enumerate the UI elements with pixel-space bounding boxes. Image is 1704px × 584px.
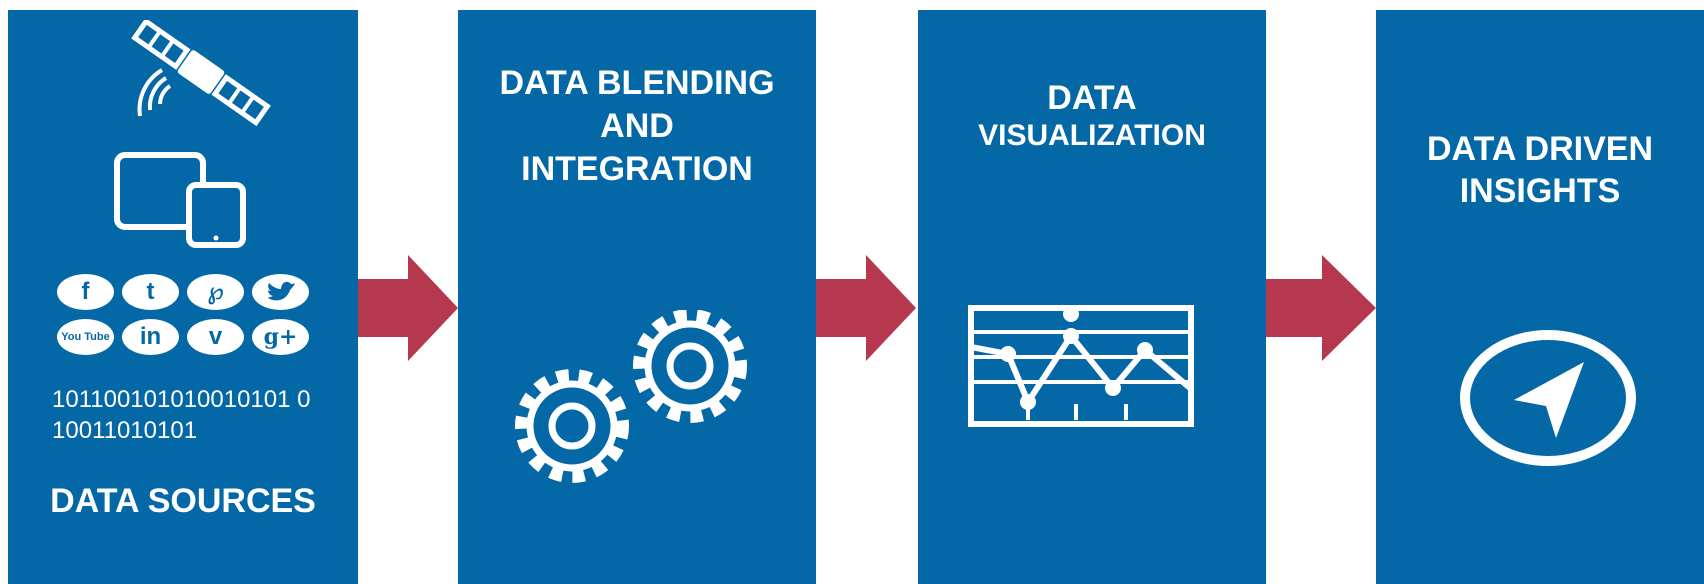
flow-arrow-1 [358,255,458,361]
title-line: DATA DRIVEN [1426,130,1654,168]
satellite-icon [116,20,286,130]
panel-title-data-visualization: DATA VISUALIZATION [918,78,1266,154]
title-line: DATA SOURCES [50,482,316,520]
title-line: INSIGHTS [1459,172,1621,210]
panel-title-data-driven-insights: DATA DRIVEN INSIGHTS [1376,128,1704,212]
navigation-compass-icon [1458,328,1638,468]
vimeo-icon: v [187,319,244,355]
twitter-icon [252,274,309,310]
binary-line-2: 10011010101 [52,417,198,444]
tumblr-icon: t [122,274,179,310]
title-line: DATA BLENDING [499,64,775,102]
flow-arrow-2 [816,255,916,361]
social-icons-row-1: f t ℘ [57,274,309,310]
binary-line-1: 101100101010010101 0 [52,386,311,413]
line-chart-icon [968,292,1194,428]
title-line: INTEGRATION [521,150,753,188]
panel-title-data-sources: DATA SOURCES [8,482,358,521]
pinterest-icon: ℘ [187,274,244,310]
linkedin-icon: in [122,319,179,355]
stage-data-sources: f t ℘ You Tube in v g+ 10110010101001010… [8,10,358,584]
flow-arrow-3 [1266,255,1376,361]
google-plus-icon: g+ [252,319,309,355]
stage-data-visualization: DATA VISUALIZATION [918,10,1266,584]
title-line: DATA [1047,79,1137,117]
social-icons-row-2: You Tube in v g+ [57,319,309,355]
title-line: AND [600,107,674,145]
facebook-icon: f [57,274,114,310]
youtube-icon: You Tube [57,319,114,355]
binary-text: 101100101010010101 0 10011010101 [52,384,352,446]
gears-icon [504,310,774,490]
panel-title-data-blending: DATA BLENDING AND INTEGRATION [458,62,816,191]
stage-data-driven-insights: DATA DRIVEN INSIGHTS [1376,10,1704,584]
stage-data-blending: DATA BLENDING AND INTEGRATION [458,10,816,584]
title-line: VISUALIZATION [978,119,1206,152]
phone-icon [186,182,248,248]
